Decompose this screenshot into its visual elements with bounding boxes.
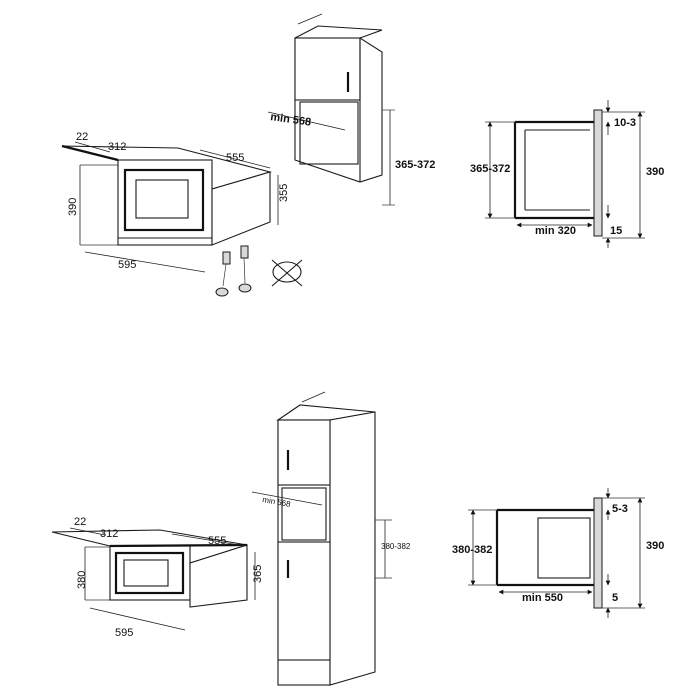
top-oven-depth-label: 312: [108, 141, 126, 153]
bottom-cabinet-height-label: 380-382: [381, 542, 411, 551]
bottom-cabinet-drawing: [251, 391, 392, 686]
top-section-drawing: [485, 100, 645, 248]
no-feet-icon: [271, 259, 303, 287]
bottom-oven-depth-front-label: 22: [74, 516, 86, 528]
top-section-height-label: 365-372: [470, 163, 510, 175]
bottom-oven-drawing: [51, 527, 256, 631]
top-oven-depth-front-label: 22: [76, 131, 88, 143]
top-oven-width-top-label: 555: [226, 152, 244, 164]
top-section-bottom-label: 15: [610, 225, 622, 237]
top-oven-drawing: [61, 141, 279, 273]
top-oven-width-front-label: 595: [118, 259, 136, 271]
bottom-section-min-depth-label: min 550: [522, 592, 563, 604]
top-feet-icons: [215, 245, 252, 297]
top-cabinet-min-depth-label: min 568: [270, 111, 312, 129]
top-section-total-label: 390: [646, 166, 664, 178]
top-oven-height-label: 390: [67, 198, 79, 216]
top-oven-height-side-label: 355: [278, 184, 290, 202]
bottom-section-total-label: 390: [646, 540, 664, 552]
bottom-oven-depth-label: 312: [100, 528, 118, 540]
bottom-oven-width-top-label: 555: [208, 535, 226, 547]
top-cabinet-drawing: [267, 13, 395, 206]
top-section-top-gap-label: 10-3: [614, 117, 636, 129]
bottom-section-top-gap-label: 5-3: [612, 503, 628, 515]
top-cabinet-height-label: 365-372: [395, 159, 435, 171]
bottom-section-bottom-label: 5: [612, 592, 618, 604]
bottom-oven-width-front-label: 595: [115, 627, 133, 639]
bottom-section-height-label: 380-382: [452, 544, 492, 556]
bottom-section-drawing: [468, 488, 645, 618]
bottom-oven-height-label: 380: [76, 571, 88, 589]
bottom-oven-height-side-label: 365: [252, 565, 264, 583]
top-section-min-depth-label: min 320: [535, 225, 576, 237]
